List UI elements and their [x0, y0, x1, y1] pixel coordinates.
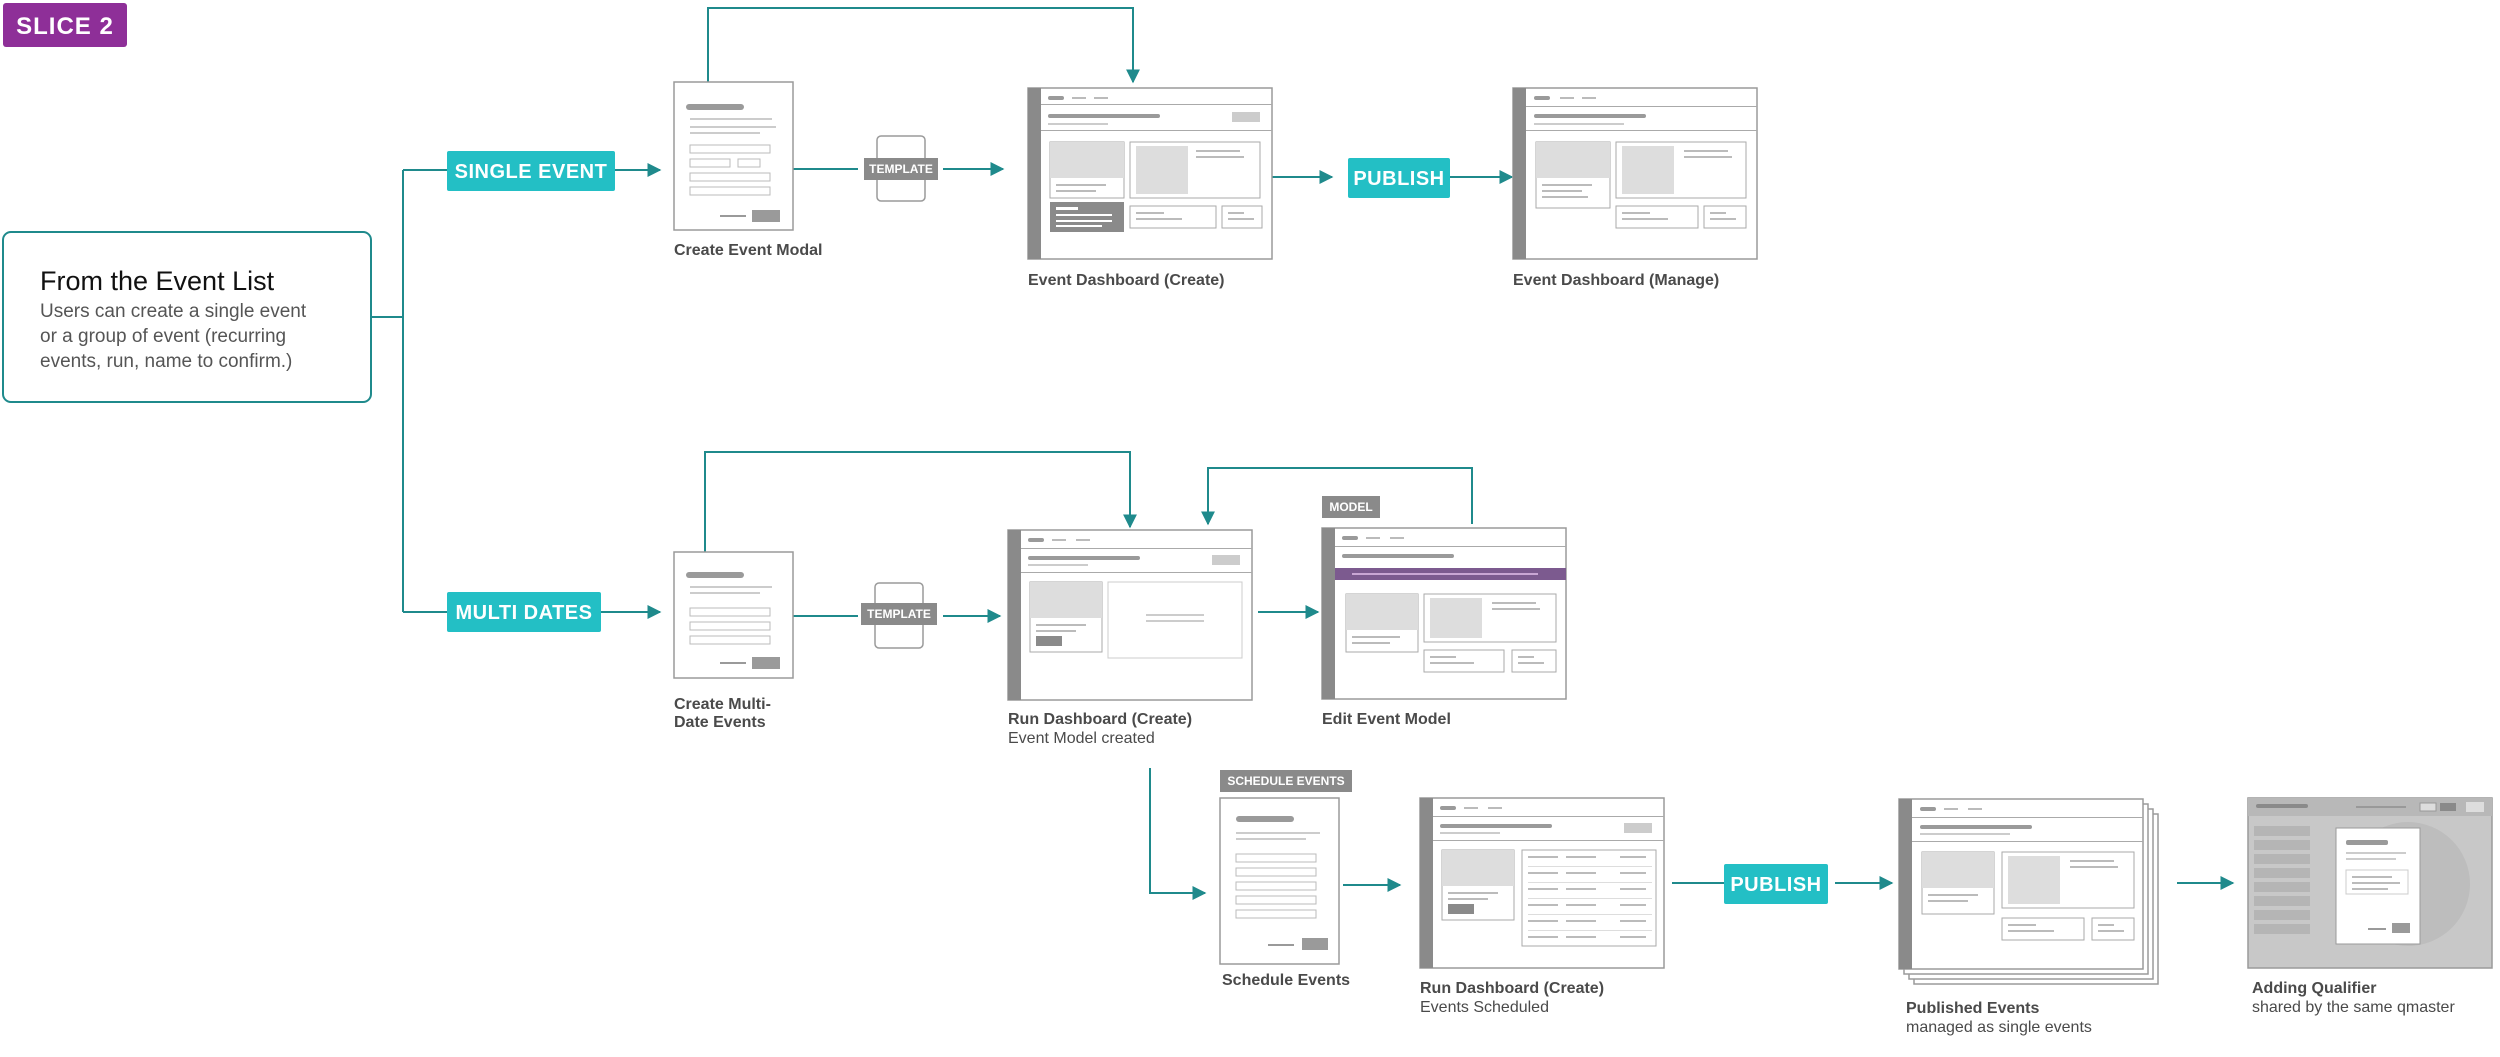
connector-arrow	[1149, 768, 1207, 900]
run-dashboard-model-subtitle: Event Model created	[1008, 730, 1155, 747]
connector-loop-arrow	[1201, 467, 1473, 526]
schedule-events-title: Schedule Events	[1222, 972, 1350, 989]
start-card: From the Event List Users can create a s…	[2, 231, 372, 403]
create-multi-date-title: Create Multi-	[674, 696, 771, 713]
publish-label: PUBLISH	[1730, 874, 1821, 896]
template-tag: TEMPLATE	[864, 135, 938, 202]
slice-badge: SLICE 2	[3, 3, 127, 47]
run-dashboard-model-wireframe	[1007, 529, 1253, 701]
connectors	[371, 7, 2235, 900]
published-events-title: Published Events	[1906, 1000, 2039, 1017]
start-card-desc-line: or a group of event (recurring	[40, 326, 286, 347]
adding-qualifier-wireframe	[2247, 797, 2493, 969]
single-event-branch: SINGLE EVENT	[447, 151, 615, 191]
start-card-desc-line: Users can create a single event	[40, 301, 307, 322]
run-dashboard-scheduled-wireframe	[1419, 797, 1665, 969]
connector-loop-arrow	[704, 451, 1137, 552]
run-dashboard-model-title: Run Dashboard (Create)	[1008, 711, 1192, 728]
single-event-label: SINGLE EVENT	[455, 161, 608, 183]
template-label: TEMPLATE	[869, 162, 933, 176]
event-dashboard-create-title: Event Dashboard (Create)	[1028, 272, 1225, 289]
create-multi-date-title: Date Events	[674, 714, 766, 731]
event-dashboard-create-wireframe	[1027, 87, 1273, 260]
template-label: TEMPLATE	[867, 607, 931, 621]
template-tag: TEMPLATE	[861, 582, 937, 649]
publish-step: PUBLISH	[1348, 158, 1450, 198]
publish-label: PUBLISH	[1353, 168, 1444, 190]
edit-event-model-title: Edit Event Model	[1322, 711, 1451, 728]
start-card-title: From the Event List	[40, 266, 275, 296]
published-events-subtitle: managed as single events	[1906, 1019, 2092, 1036]
event-dashboard-manage-title: Event Dashboard (Manage)	[1513, 272, 1719, 289]
multi-dates-branch: MULTI DATES	[447, 592, 601, 632]
event-dashboard-manage-wireframe	[1512, 87, 1758, 260]
model-label: MODEL	[1329, 500, 1372, 514]
create-event-modal-wireframe	[673, 81, 794, 231]
multi-dates-label: MULTI DATES	[456, 602, 593, 624]
adding-qualifier-title: Adding Qualifier	[2252, 980, 2376, 997]
model-tag: MODEL	[1322, 496, 1380, 518]
schedule-events-tag: SCHEDULE EVENTS	[1220, 770, 1352, 792]
edit-event-model-wireframe	[1321, 527, 1567, 700]
slice-label: SLICE 2	[16, 13, 114, 40]
publish-step: PUBLISH	[1724, 864, 1828, 904]
published-events-wireframe	[1898, 798, 2159, 985]
create-multi-date-wireframe	[673, 551, 794, 679]
adding-qualifier-subtitle: shared by the same qmaster	[2252, 999, 2455, 1016]
schedule-events-tag-label: SCHEDULE EVENTS	[1227, 774, 1344, 788]
connector-loop-arrow	[707, 7, 1140, 84]
schedule-events-wireframe	[1219, 797, 1340, 965]
run-dashboard-scheduled-title: Run Dashboard (Create)	[1420, 980, 1604, 997]
run-dashboard-scheduled-subtitle: Events Scheduled	[1420, 999, 1549, 1016]
start-card-desc-line: events, run, name to confirm.)	[40, 351, 292, 372]
create-event-modal-title: Create Event Modal	[674, 242, 822, 259]
